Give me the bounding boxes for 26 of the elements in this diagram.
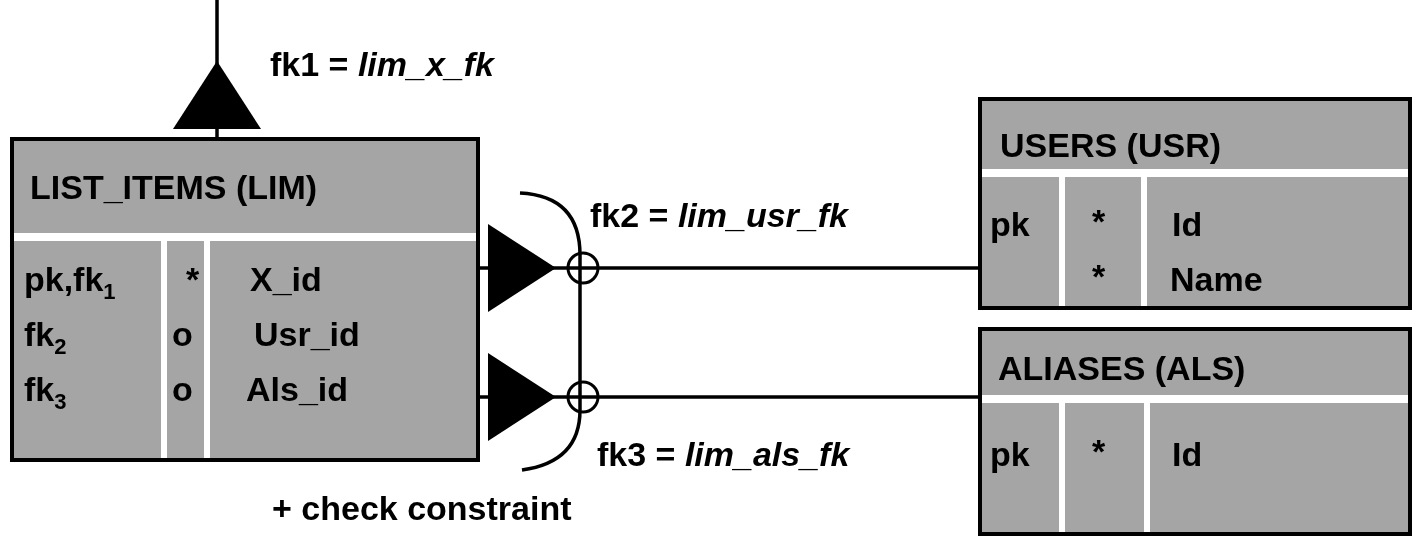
key-marker: pk [990, 434, 1030, 474]
relationship-line [480, 224, 978, 312]
entity-box [978, 97, 1412, 310]
key-marker: fk$_{2}$ [24, 314, 67, 354]
table-name: LIST_ITEMS (LIM) [30, 167, 318, 207]
relationship-line [480, 353, 978, 441]
optional-marker: o [172, 314, 193, 354]
column-name: Usr_id [254, 314, 360, 354]
column-name: Id [1172, 434, 1203, 474]
column-name: Als_id [246, 369, 349, 409]
relationship-line [173, 0, 261, 137]
table-name: ALIASES (ALS) [998, 348, 1246, 388]
column-name: Id [1172, 204, 1203, 244]
mandatory-marker: * [1092, 431, 1106, 471]
column-name: X_id [250, 259, 322, 299]
column-name: Name [1170, 259, 1263, 299]
mandatory-marker: * [186, 259, 200, 299]
entity-box [978, 327, 1412, 536]
key-marker: pk [990, 204, 1030, 244]
entity-box [10, 137, 480, 462]
mandatory-marker: * [1092, 256, 1106, 296]
optional-marker: o [172, 369, 193, 409]
mandatory-marker: * [1092, 201, 1106, 241]
key-marker: pk,fk$_{1}$ [24, 259, 116, 299]
key-marker: fk$_{3}$ [24, 369, 67, 409]
table-name: USERS (USR) [1000, 125, 1222, 165]
